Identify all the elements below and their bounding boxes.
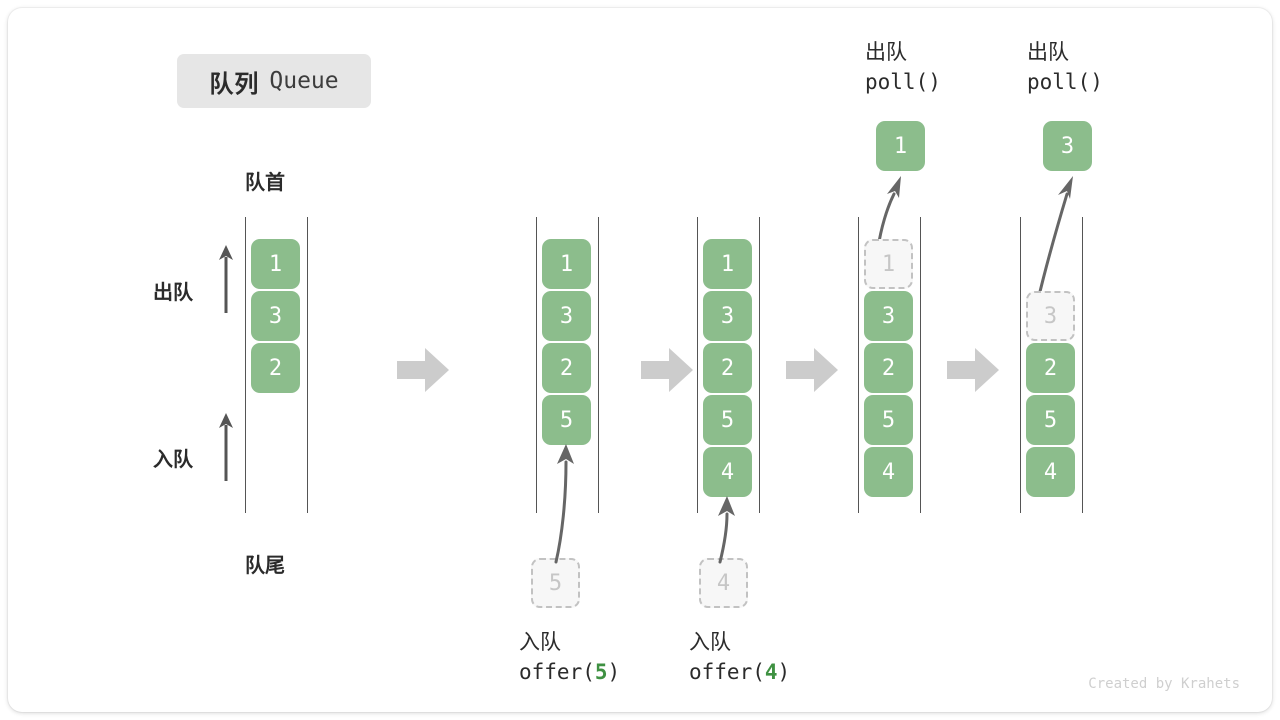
enqueue-arrow-icon (538, 440, 588, 564)
queue-cell: 5 (542, 395, 591, 445)
queue-cell: 5 (703, 395, 752, 445)
popped-element: 3 (1043, 121, 1092, 171)
queue-cell: 3 (542, 291, 591, 341)
enqueue-direction-arrow-icon (215, 411, 237, 483)
operation-caption-cn: 出队 (1027, 41, 1069, 64)
queue-rail-right (307, 217, 308, 513)
operation-caption-code: poll() (865, 69, 941, 94)
dequeue-direction-arrow-icon (215, 243, 237, 315)
queue-cell: 2 (251, 343, 300, 393)
queue-cell: 4 (1026, 447, 1075, 497)
operation-caption-cn: 入队 (689, 631, 731, 654)
queue-cell: 1 (542, 239, 591, 289)
title-cn: 队列 (209, 70, 260, 98)
step-arrow-icon (947, 346, 999, 394)
enqueue-direction-label: 入队 (153, 449, 193, 471)
queue-rail-left (697, 217, 698, 513)
operation-caption-code: poll() (1027, 69, 1103, 94)
dequeue-arrow-icon (1020, 172, 1090, 302)
title-en: Queue (269, 68, 339, 94)
queue-rail-left (536, 217, 537, 513)
queue-cell: 4 (864, 447, 913, 497)
credit-text: Created by Krahets (1088, 676, 1240, 692)
operation-caption-offer-4: 入队 offer(4) (689, 628, 790, 688)
operation-caption-poll-1: 出队 poll() (865, 38, 941, 98)
queue-cell: 2 (1026, 343, 1075, 393)
queue-head-label: 队首 (245, 172, 285, 194)
queue-rail-left (858, 217, 859, 513)
queue-cell-vacated: 3 (1026, 291, 1075, 341)
queue-cell: 3 (251, 291, 300, 341)
operation-caption-offer-5: 入队 offer(5) (519, 628, 620, 688)
queue-cell: 4 (703, 447, 752, 497)
queue-container-offer-5: 1 3 2 5 (536, 217, 599, 513)
queue-cell: 1 (251, 239, 300, 289)
operation-caption-cn: 入队 (519, 631, 561, 654)
incoming-element-ghost: 5 (531, 558, 580, 608)
queue-cell: 3 (864, 291, 913, 341)
queue-cell: 2 (864, 343, 913, 393)
operation-caption-code: offer(4) (689, 659, 791, 684)
popped-element: 1 (876, 121, 925, 171)
enqueue-arrow-icon (706, 492, 750, 564)
queue-container-initial: 1 3 2 (245, 217, 308, 513)
operation-caption-cn: 出队 (865, 41, 907, 64)
operation-caption-poll-3: 出队 poll() (1027, 38, 1103, 98)
queue-container-poll-1: 1 3 2 5 4 (858, 217, 921, 513)
queue-cell: 5 (864, 395, 913, 445)
queue-container-offer-4: 1 3 2 5 4 (697, 217, 760, 513)
diagram-title: 队列 Queue (177, 54, 371, 108)
diagram-canvas: 队列 Queue 队首 队尾 出队 入队 1 3 2 1 3 (8, 8, 1272, 712)
queue-rail-left (1020, 217, 1021, 513)
operation-caption-code: offer(5) (519, 659, 621, 684)
dequeue-direction-label: 出队 (153, 282, 193, 304)
queue-container-poll-3: 3 2 5 4 (1020, 217, 1083, 513)
queue-tail-label: 队尾 (245, 555, 285, 577)
queue-cell: 3 (703, 291, 752, 341)
queue-rail-left (245, 217, 246, 513)
queue-cell-vacated: 1 (864, 239, 913, 289)
queue-cell: 2 (542, 343, 591, 393)
queue-rail-right (920, 217, 921, 513)
queue-rail-right (1082, 217, 1083, 513)
queue-cell: 2 (703, 343, 752, 393)
incoming-element-ghost: 4 (699, 558, 748, 608)
step-arrow-icon (397, 346, 449, 394)
step-arrow-icon (786, 346, 838, 394)
step-arrow-icon (641, 346, 693, 394)
queue-cell: 5 (1026, 395, 1075, 445)
queue-rail-right (759, 217, 760, 513)
queue-cell: 1 (703, 239, 752, 289)
queue-rail-right (598, 217, 599, 513)
